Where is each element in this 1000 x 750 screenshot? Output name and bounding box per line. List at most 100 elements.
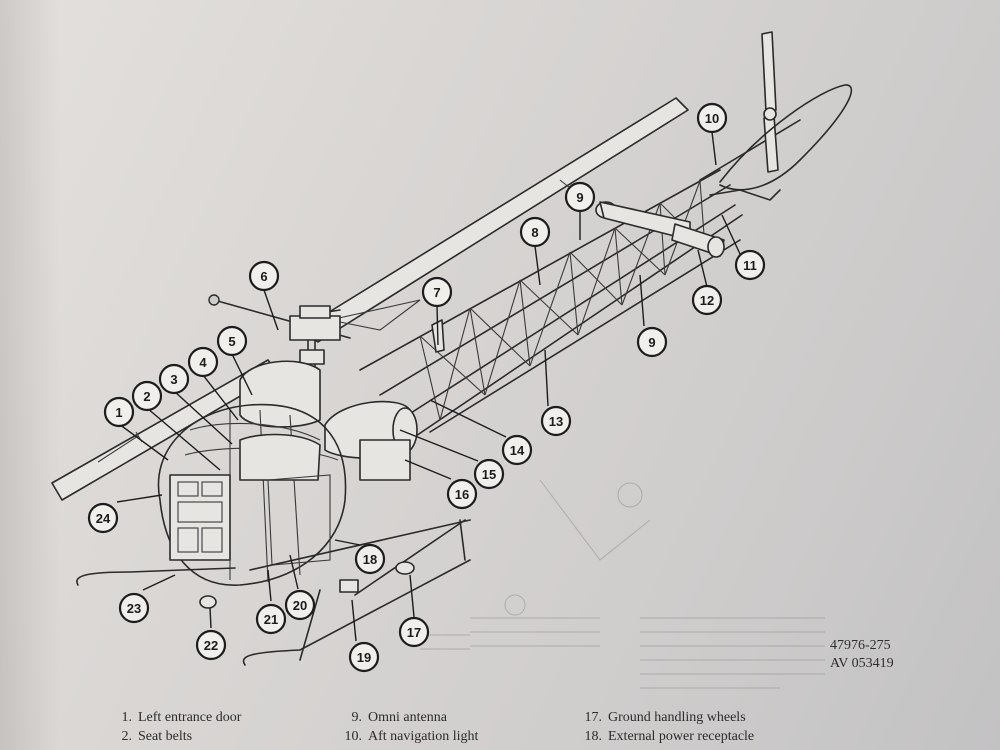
callout-circle bbox=[284, 589, 316, 621]
callout-number: 7 bbox=[433, 285, 440, 300]
callout-circle bbox=[248, 260, 280, 292]
callout-number: 9 bbox=[648, 335, 655, 350]
callout-17: 17 bbox=[398, 616, 430, 648]
callout-circle bbox=[691, 284, 723, 316]
callout-circle bbox=[696, 102, 728, 134]
callout-number: 23 bbox=[127, 601, 141, 616]
callout-number: 1 bbox=[115, 405, 122, 420]
callout-number: 5 bbox=[228, 334, 235, 349]
callout-1: 1 bbox=[103, 396, 135, 428]
callout-3: 3 bbox=[158, 363, 190, 395]
callout-number: 16 bbox=[455, 487, 469, 502]
callout-number: 14 bbox=[510, 443, 525, 458]
callout-5: 5 bbox=[216, 325, 248, 357]
callout-number: 18 bbox=[363, 552, 377, 567]
callout-number: 22 bbox=[204, 638, 218, 653]
callout-circle bbox=[87, 502, 119, 534]
callout-circle bbox=[636, 326, 668, 358]
callout-6: 6 bbox=[248, 260, 280, 292]
legend-item: 2.Seat belts bbox=[121, 729, 193, 744]
callout-8: 8 bbox=[519, 216, 551, 248]
tail-guard bbox=[709, 84, 853, 201]
legend-item: 10.Aft navigation light bbox=[344, 729, 479, 744]
callout-circle bbox=[255, 603, 287, 635]
callout-number: 15 bbox=[482, 467, 496, 482]
callout-number: 8 bbox=[531, 225, 538, 240]
callout-circle bbox=[501, 434, 533, 466]
callout-21: 21 bbox=[255, 603, 287, 635]
callout-16: 16 bbox=[446, 478, 478, 510]
callout-circle bbox=[187, 346, 219, 378]
callout-number: 6 bbox=[260, 269, 267, 284]
callout-14: 14 bbox=[501, 434, 533, 466]
callout-number: 17 bbox=[407, 625, 421, 640]
legend-item: 1.Left entrance door bbox=[121, 710, 242, 725]
tail-driveshaft bbox=[699, 119, 801, 181]
callout-circle bbox=[540, 405, 572, 437]
callout-22: 22 bbox=[195, 629, 227, 661]
callout-2: 2 bbox=[131, 380, 163, 412]
part-number-line1: 47976-275 bbox=[830, 638, 891, 653]
callout-10: 10 bbox=[696, 102, 728, 134]
callout-18: 18 bbox=[354, 543, 386, 575]
callout-number: 10 bbox=[705, 111, 719, 126]
callout-circle bbox=[216, 325, 248, 357]
legend-column-2: 9.Omni antenna 10.Aft navigation light bbox=[340, 708, 479, 746]
callout-number: 12 bbox=[700, 293, 714, 308]
callout-circle bbox=[734, 249, 766, 281]
callout-circle bbox=[195, 629, 227, 661]
show-through-marks bbox=[420, 479, 825, 689]
callout-20: 20 bbox=[284, 589, 316, 621]
callout-circle bbox=[131, 380, 163, 412]
callout-4: 4 bbox=[187, 346, 219, 378]
callout-7: 7 bbox=[421, 276, 453, 308]
horizontal-stabilizer bbox=[595, 201, 725, 258]
cabin-bubble bbox=[157, 403, 347, 586]
leader-lines bbox=[116, 131, 741, 642]
callout-circle bbox=[118, 592, 150, 624]
part-number-block: 47976-275 AV 053419 bbox=[830, 637, 894, 673]
callout-number: 11 bbox=[743, 258, 757, 273]
callout-circle bbox=[519, 216, 551, 248]
legend-item: 9.Omni antenna bbox=[351, 710, 447, 725]
legend-item: 17.Ground handling wheels bbox=[584, 710, 746, 725]
landing-skids bbox=[76, 519, 471, 666]
callout-15: 15 bbox=[473, 458, 505, 490]
callout-number: 24 bbox=[96, 511, 111, 526]
callout-9: 9 bbox=[564, 181, 596, 213]
callout-circle bbox=[421, 276, 453, 308]
callout-12: 12 bbox=[691, 284, 723, 316]
callout-number: 4 bbox=[199, 355, 207, 370]
callout-circle bbox=[354, 543, 386, 575]
callout-circle bbox=[348, 641, 380, 673]
callout-circle bbox=[398, 616, 430, 648]
callout-circle bbox=[564, 181, 596, 213]
rotor-hub-mast bbox=[289, 305, 341, 411]
tail-rotor bbox=[761, 31, 779, 173]
callout-13: 13 bbox=[540, 405, 572, 437]
callout-24: 24 bbox=[87, 502, 119, 534]
callout-number: 9 bbox=[576, 190, 583, 205]
callout-circle bbox=[473, 458, 505, 490]
callout-9: 9 bbox=[636, 326, 668, 358]
callout-circle bbox=[103, 396, 135, 428]
tail-boom bbox=[359, 169, 743, 441]
callout-19: 19 bbox=[348, 641, 380, 673]
callout-number: 19 bbox=[357, 650, 371, 665]
callout-number: 3 bbox=[170, 372, 177, 387]
callout-circle bbox=[446, 478, 478, 510]
callout-number: 2 bbox=[143, 389, 150, 404]
callout-23: 23 bbox=[118, 592, 150, 624]
callout-number: 20 bbox=[293, 598, 307, 613]
callout-number: 13 bbox=[549, 414, 563, 429]
callout-11: 11 bbox=[734, 249, 766, 281]
legend-column-1: 1.Left entrance door 2.Seat belts bbox=[110, 708, 242, 746]
callout-number: 21 bbox=[264, 612, 278, 627]
legend-item: 18.External power receptacle bbox=[584, 729, 755, 744]
legend-column-3: 17.Ground handling wheels 18.External po… bbox=[580, 708, 755, 746]
part-number-line2: AV 053419 bbox=[830, 656, 894, 671]
callout-circle bbox=[158, 363, 190, 395]
